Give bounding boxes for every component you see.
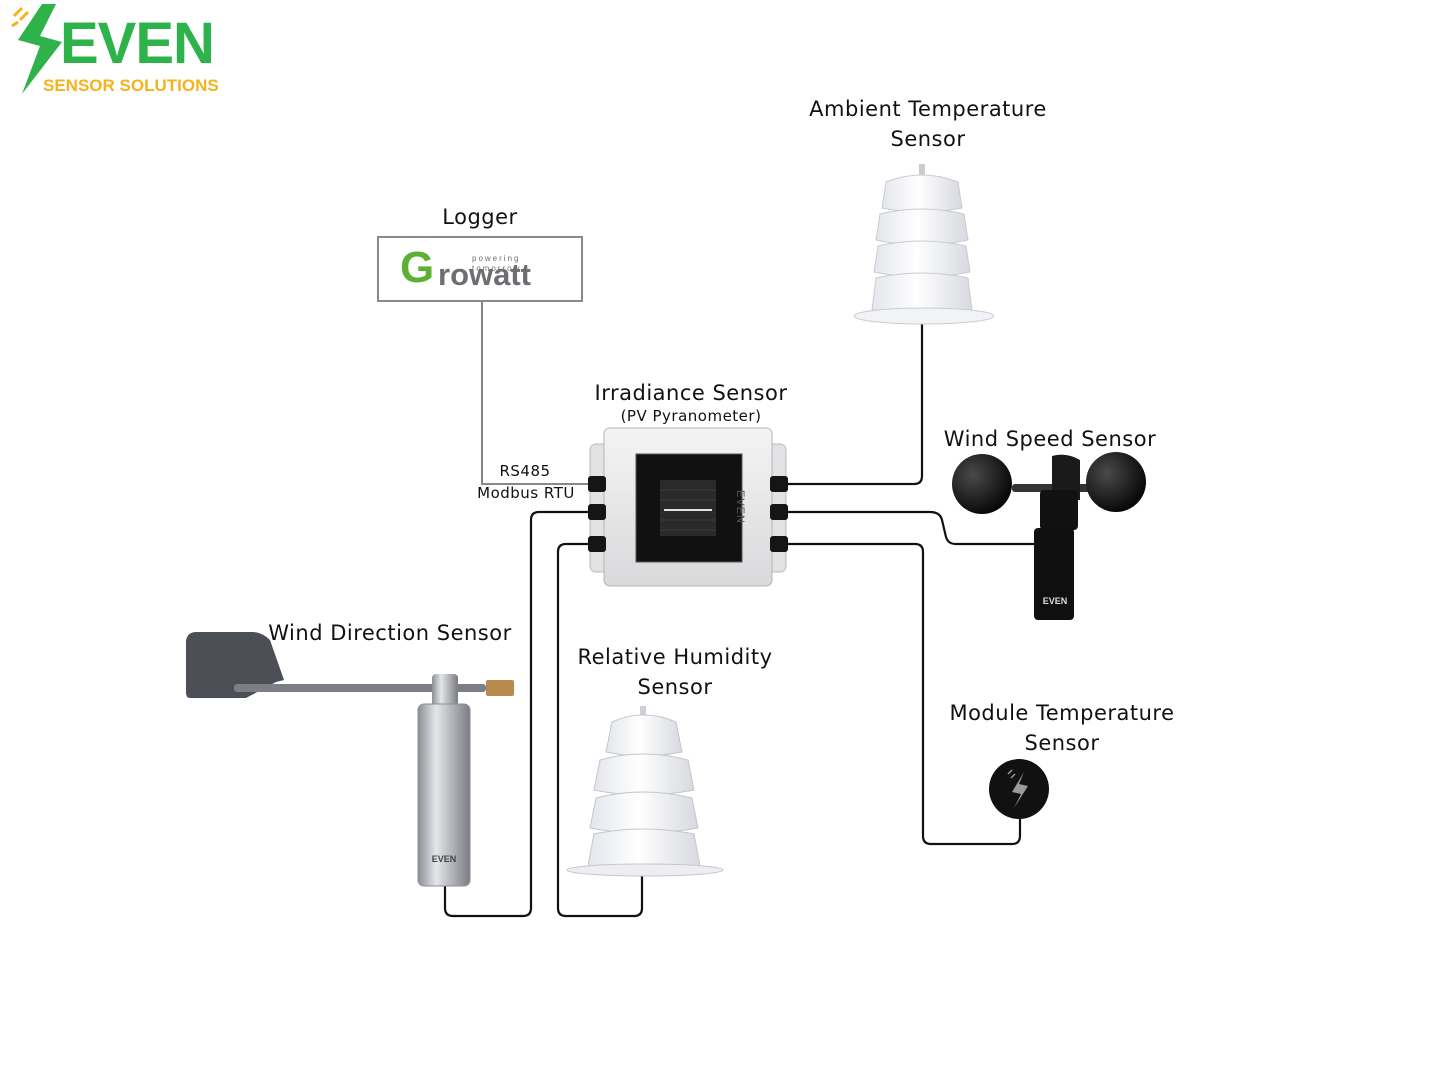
logger-box xyxy=(377,236,583,302)
brand-tagline: SENSOR SOLUTIONS xyxy=(43,76,219,95)
irradiance-sublabel: (PV Pyranometer) xyxy=(620,407,762,425)
growatt-name: rowatt xyxy=(438,257,531,292)
wind-speed-label: Wind Speed Sensor xyxy=(943,427,1157,451)
brand-logo: EVEN SENSOR SOLUTIONS xyxy=(10,2,240,102)
ambient-temp-cable xyxy=(782,322,924,486)
rs485-label: RS485 xyxy=(499,462,551,480)
logger-label: Logger xyxy=(442,205,518,229)
bolt-icon xyxy=(1012,772,1028,808)
wind-speed-device-brand: EVEN xyxy=(1042,596,1068,606)
module-temp-label-line1: Module Temperature xyxy=(949,701,1175,725)
module-temp-sensor-image xyxy=(989,759,1049,819)
humidity-label-line1: Relative Humidity xyxy=(577,645,773,669)
growatt-tagline: powering tomorrow xyxy=(472,254,522,273)
wind-speed-sensor-image xyxy=(952,452,1146,620)
ambient-temp-sensor-image xyxy=(853,164,995,325)
wind-direction-label: Wind Direction Sensor xyxy=(268,621,512,645)
growatt-initial: G xyxy=(400,243,435,292)
brand-name: EVEN xyxy=(60,11,215,76)
humidity-label-line2: Sensor xyxy=(637,675,713,699)
module-temp-cable xyxy=(782,542,1022,846)
wind-direction-sensor-image xyxy=(186,632,514,887)
wind-direction-cable xyxy=(443,510,596,918)
growatt-logo: G rowatt powering tomorrow xyxy=(400,243,570,294)
ambient-temp-label-line1: Ambient Temperature xyxy=(809,97,1047,121)
cables xyxy=(443,302,1038,918)
humidity-sensor-image xyxy=(566,706,724,877)
wind-speed-cable xyxy=(782,510,1038,546)
rs485-cable xyxy=(481,302,590,485)
ambient-temp-label-line2: Sensor xyxy=(890,127,966,151)
irradiance-device-brand: EVEN xyxy=(734,490,746,524)
modbus-label: Modbus RTU xyxy=(477,484,575,502)
wind-direction-device-brand: EVEN xyxy=(431,854,457,864)
module-temp-label-line2: Sensor xyxy=(1024,731,1100,755)
seven-bolt-icon xyxy=(11,4,62,94)
humidity-cable xyxy=(556,542,644,918)
irradiance-label: Irradiance Sensor xyxy=(594,381,788,405)
irradiance-sensor-image xyxy=(588,427,788,587)
